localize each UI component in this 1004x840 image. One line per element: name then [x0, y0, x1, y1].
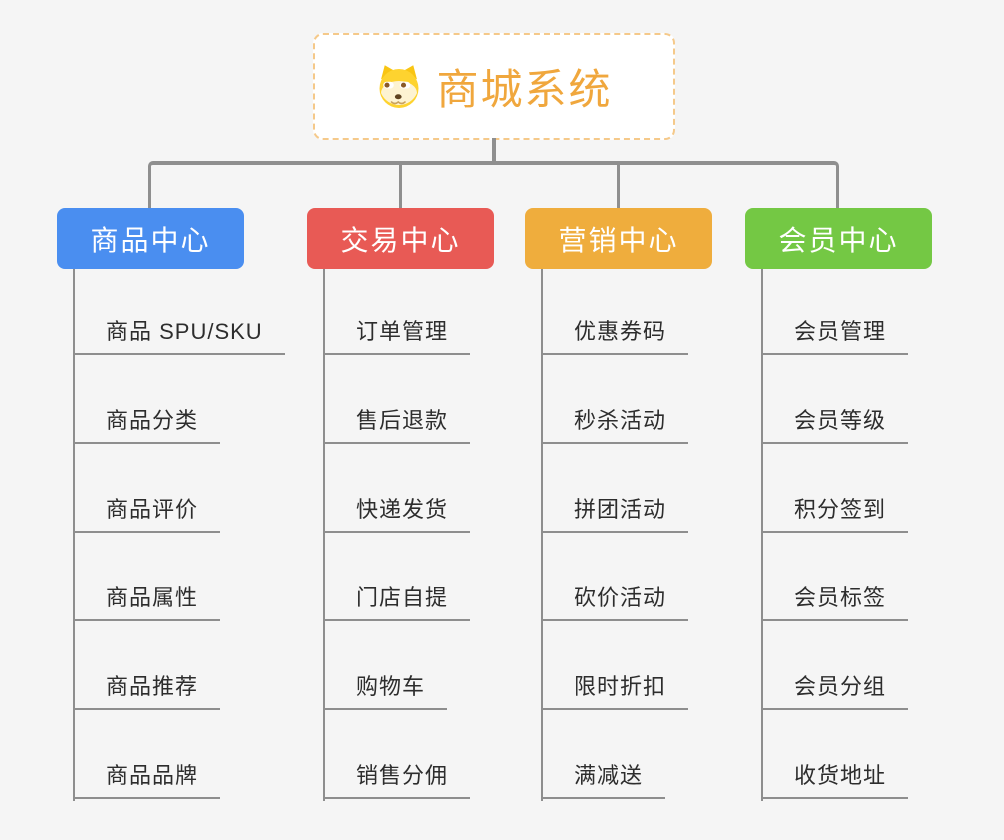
branch-trunk-line: [323, 269, 325, 801]
leaf-item[interactable]: 收货地址: [761, 761, 909, 799]
dog-face-icon: [379, 64, 419, 108]
leaf-item[interactable]: 优惠券码: [541, 317, 689, 355]
leaf-item[interactable]: 销售分佣: [323, 761, 471, 799]
root-title: 商城系统: [436, 66, 613, 113]
leaf-item[interactable]: 秒杀活动: [541, 406, 689, 444]
leaf-item[interactable]: 限时折扣: [541, 672, 689, 710]
root-connector-stub: [492, 138, 496, 163]
leaf-item[interactable]: 会员管理: [761, 317, 909, 355]
branch-trunk-line: [73, 269, 75, 801]
branch-column-marketing-center: 营销中心 优惠券码 秒杀活动 拼团活动 砍价活动 限时折扣 满减送: [525, 0, 765, 840]
leaf-item[interactable]: 订单管理: [323, 317, 471, 355]
branch-column-member-center: 会员中心 会员管理 会员等级 积分签到 会员标签 会员分组 收货地址: [745, 0, 985, 840]
branch-trunk-line: [761, 269, 763, 801]
root-node-mall-system[interactable]: 商城系统: [313, 33, 675, 140]
branch-connector-drop: [399, 165, 402, 208]
leaf-item[interactable]: 会员等级: [761, 406, 909, 444]
leaf-item[interactable]: 会员标签: [761, 583, 909, 621]
branch-column-product-center: 商品中心 商品 SPU/SKU 商品分类 商品评价 商品属性 商品推荐 商品品牌: [57, 0, 297, 840]
leaf-item[interactable]: 会员分组: [761, 672, 909, 710]
leaf-item[interactable]: 砍价活动: [541, 583, 689, 621]
leaf-item[interactable]: 商品分类: [73, 406, 221, 444]
leaf-item[interactable]: 购物车: [323, 672, 448, 710]
leaf-item[interactable]: 快递发货: [323, 495, 471, 533]
leaf-item[interactable]: 商品品牌: [73, 761, 221, 799]
branch-node-marketing-center[interactable]: 营销中心: [525, 208, 712, 269]
leaf-item[interactable]: 商品推荐: [73, 672, 221, 710]
branch-node-product-center[interactable]: 商品中心: [57, 208, 244, 269]
leaf-item[interactable]: 售后退款: [323, 406, 471, 444]
leaf-item[interactable]: 门店自提: [323, 583, 471, 621]
leaf-item[interactable]: 积分签到: [761, 495, 909, 533]
leaf-item[interactable]: 满减送: [541, 761, 666, 799]
branch-trunk-line: [541, 269, 543, 801]
branch-column-trade-center: 交易中心 订单管理 售后退款 快递发货 门店自提 购物车 销售分佣: [307, 0, 547, 840]
leaf-item[interactable]: 拼团活动: [541, 495, 689, 533]
leaf-item[interactable]: 商品属性: [73, 583, 221, 621]
branch-connector-drop: [617, 165, 620, 208]
leaf-item[interactable]: 商品 SPU/SKU: [73, 317, 285, 355]
branch-node-member-center[interactable]: 会员中心: [745, 208, 932, 269]
branch-connector-bus: [148, 161, 839, 208]
leaf-item[interactable]: 商品评价: [73, 495, 221, 533]
branch-node-trade-center[interactable]: 交易中心: [307, 208, 494, 269]
